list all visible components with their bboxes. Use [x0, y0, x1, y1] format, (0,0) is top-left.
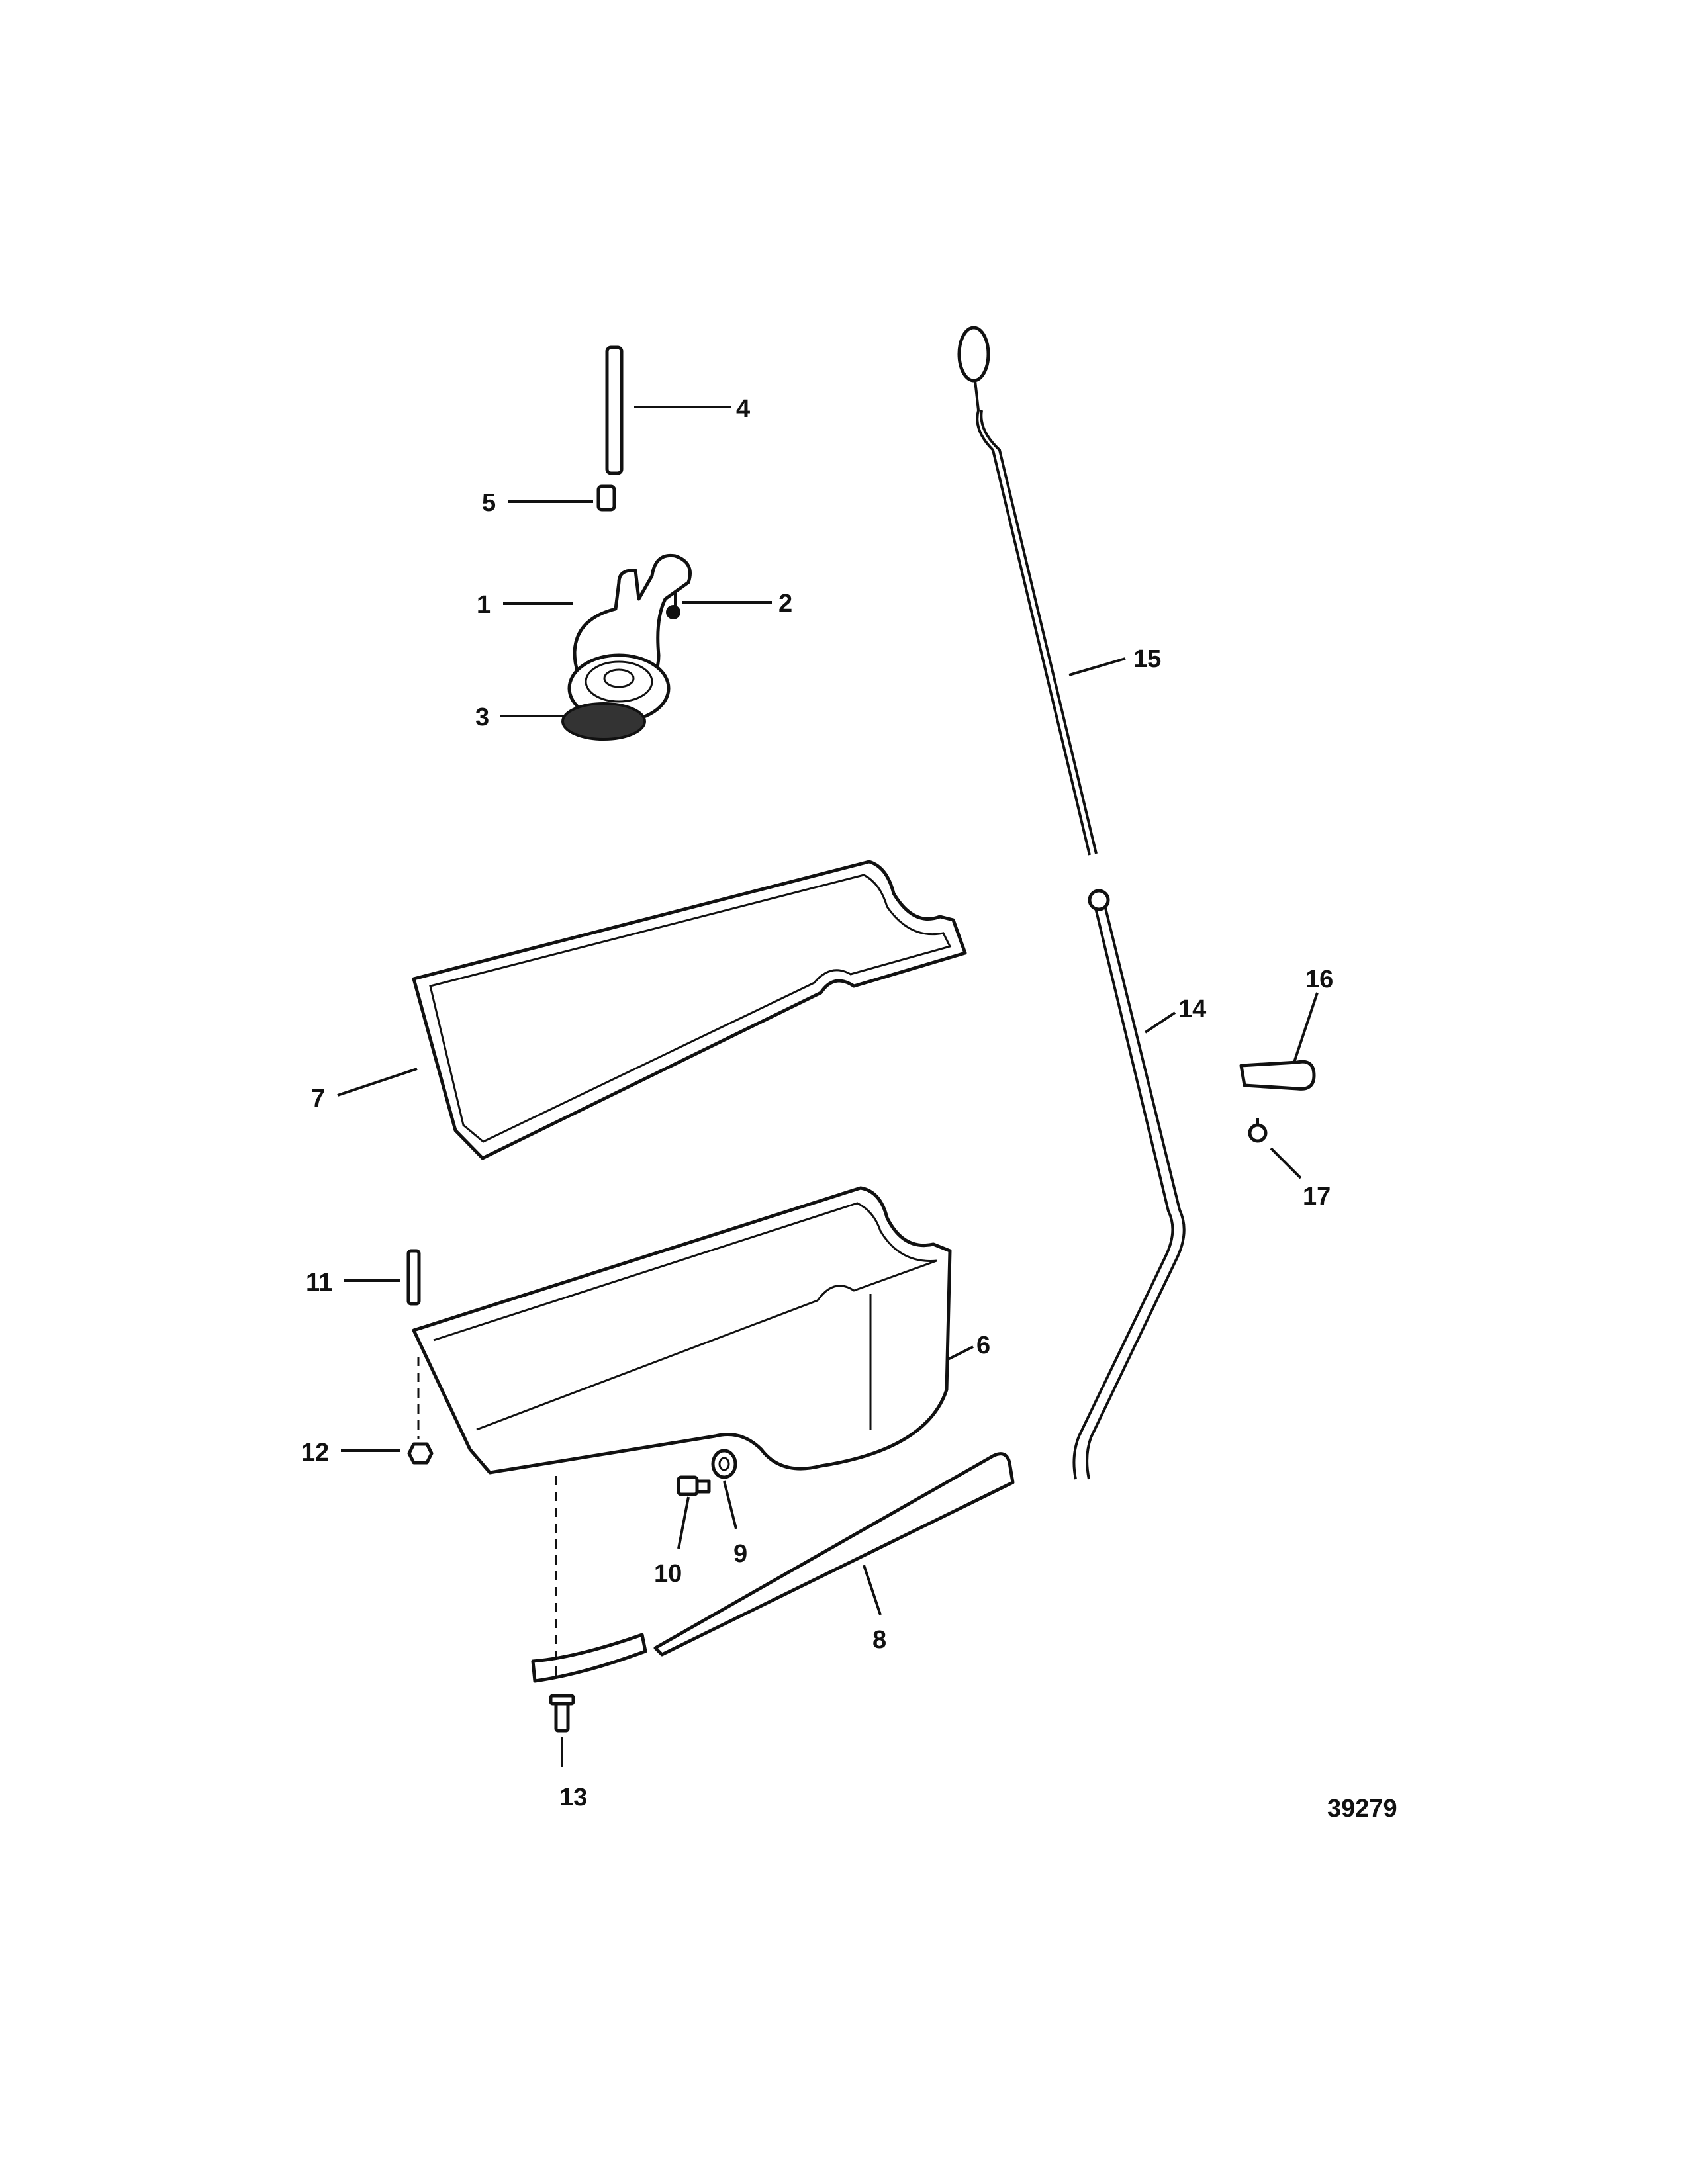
- callout-12: 12: [301, 1439, 329, 1467]
- part-9-washer: 9: [711, 1449, 747, 1568]
- part-8-seal: 8: [531, 1452, 1015, 1683]
- callout-3: 3: [475, 704, 489, 731]
- part-16-clamp: 16: [1239, 966, 1333, 1091]
- callout-17: 17: [1303, 1183, 1331, 1210]
- part-14-dipstick-tube: 14: [1072, 889, 1206, 1480]
- callout-4: 4: [736, 395, 750, 423]
- part-11-stud: 11: [306, 1249, 421, 1306]
- part-5-bushing: 5: [482, 484, 616, 517]
- callout-8: 8: [872, 1626, 886, 1654]
- callout-9: 9: [733, 1540, 747, 1568]
- part-13-bolt: 13: [549, 1694, 587, 1811]
- part-15-dipstick: 15: [957, 326, 1161, 856]
- callout-6: 6: [976, 1332, 990, 1359]
- callout-2: 2: [778, 590, 792, 617]
- callout-14: 14: [1178, 995, 1206, 1023]
- part-4-drive-shaft: 4: [605, 345, 750, 475]
- part-10-drain-plug: 10: [654, 1475, 711, 1588]
- callout-13: 13: [559, 1784, 587, 1811]
- callout-7: 7: [311, 1085, 325, 1113]
- part-17-screw: 17: [1248, 1118, 1331, 1210]
- callout-5: 5: [482, 489, 496, 517]
- part-6-oil-pan: 6: [412, 1186, 990, 1475]
- callout-15: 15: [1133, 645, 1161, 673]
- part-2-screw: 2: [666, 590, 792, 619]
- callout-1: 1: [477, 591, 491, 619]
- figure-number: 39279: [1327, 1795, 1397, 1823]
- part-3-screen: 3: [475, 702, 646, 741]
- part-12-nut: 12: [301, 1357, 434, 1467]
- part-7-gasket: 7: [311, 860, 967, 1160]
- callout-11: 11: [306, 1269, 332, 1297]
- part-1-oil-pump: 1: [477, 553, 692, 723]
- callout-16: 16: [1305, 966, 1333, 993]
- callout-10: 10: [654, 1560, 682, 1588]
